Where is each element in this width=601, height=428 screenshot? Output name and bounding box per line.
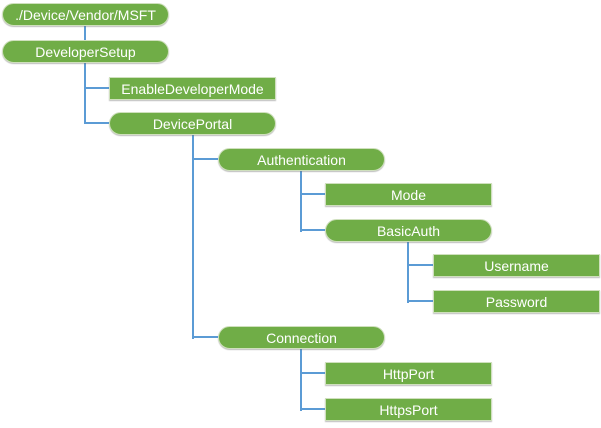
connector-connection-httpport bbox=[300, 372, 331, 374]
node-authentication: Authentication bbox=[218, 148, 385, 171]
connector-authentication-basicauth bbox=[300, 229, 331, 231]
node-developer-setup: DeveloperSetup bbox=[2, 40, 169, 63]
connector-deviceportal-trunk bbox=[192, 134, 194, 339]
connector-connection-httpsport bbox=[300, 408, 331, 410]
connector-basicauth-username bbox=[407, 264, 439, 266]
node-enable-developer-mode: EnableDeveloperMode bbox=[109, 77, 276, 100]
connector-developersetup-enabledevelopermode bbox=[84, 87, 116, 89]
connector-developersetup-trunk bbox=[84, 62, 86, 124]
connector-basicauth-trunk bbox=[407, 241, 409, 303]
node-http-port: HttpPort bbox=[325, 362, 492, 385]
connector-connection-trunk bbox=[300, 348, 302, 411]
connector-msft-developersetup bbox=[84, 26, 86, 42]
node-msft: ./Device/Vendor/MSFT bbox=[2, 3, 169, 26]
node-https-port: HttpsPort bbox=[325, 398, 492, 421]
connector-basicauth-password bbox=[407, 300, 439, 302]
connector-authentication-trunk bbox=[300, 170, 302, 232]
node-mode: Mode bbox=[325, 183, 492, 206]
connector-authentication-mode bbox=[300, 193, 331, 195]
node-password: Password bbox=[433, 290, 600, 313]
node-basic-auth: BasicAuth bbox=[325, 219, 492, 242]
connector-developersetup-deviceportal bbox=[84, 122, 116, 124]
node-username: Username bbox=[433, 254, 600, 277]
connector-deviceportal-connection bbox=[192, 336, 226, 338]
connector-deviceportal-authentication bbox=[192, 158, 226, 160]
node-device-portal: DevicePortal bbox=[109, 112, 276, 135]
node-connection: Connection bbox=[218, 326, 385, 349]
